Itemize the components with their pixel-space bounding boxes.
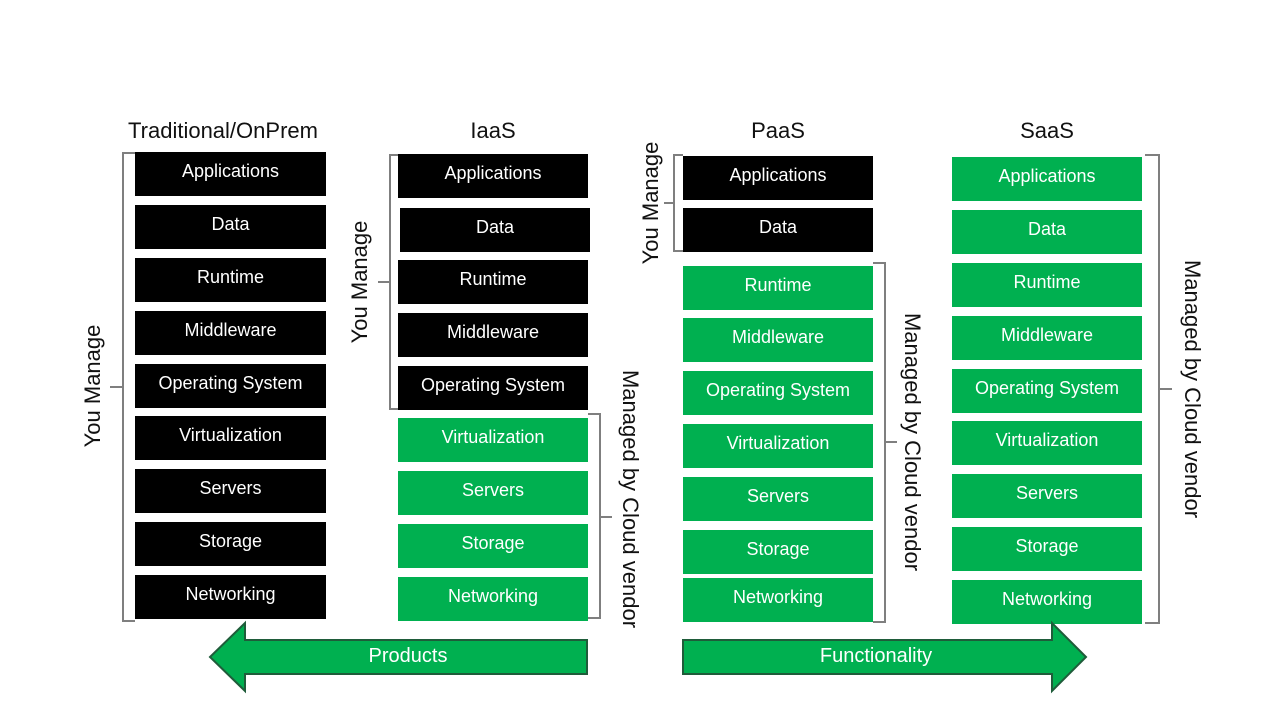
stack-item-middleware: Middleware [683,318,873,362]
stack-item-operating-system: Operating System [135,364,326,408]
stack-item-servers: Servers [135,469,326,513]
arrow-label-functionality: Functionality [819,645,933,667]
bracket-vendor-paas [873,262,886,623]
bracket-tick [664,202,673,204]
stack-item-storage: Storage [952,527,1142,571]
bracket-tick [110,386,122,388]
right-arrow-shape [682,620,1088,694]
stack-item-data: Data [135,205,326,249]
stack-item-data: Data [683,208,873,252]
stack-item-middleware: Middleware [398,313,588,357]
stack-item-operating-system: Operating System [952,369,1142,413]
stack-item-operating-system: Operating System [398,366,588,410]
bracket-you-manage-paas [673,154,683,252]
stack-item-operating-system: Operating System [683,371,873,415]
stack-item-servers: Servers [398,471,588,515]
stack-item-virtualization: Virtualization [952,421,1142,465]
stack-item-storage: Storage [683,530,873,574]
stack-item-virtualization: Virtualization [135,416,326,460]
stack-item-runtime: Runtime [398,260,588,304]
stack-item-middleware: Middleware [135,311,326,355]
stack-item-servers: Servers [952,474,1142,518]
stack-item-runtime: Runtime [952,263,1142,307]
bracket-tick [601,516,612,518]
stack-item-data: Data [400,208,590,252]
arrow-label-products: Products [368,645,448,667]
stack-item-networking: Networking [398,577,588,621]
column-title-saas: SaaS [1020,118,1074,143]
stack-item-storage: Storage [135,522,326,566]
stack-item-networking: Networking [952,580,1142,624]
stack-item-applications: Applications [952,157,1142,201]
stack-item-virtualization: Virtualization [683,424,873,468]
bracket-tick [378,281,389,283]
stack-item-virtualization: Virtualization [398,418,588,462]
bracket-tick [1160,388,1172,390]
column-title-iaas: IaaS [470,118,516,143]
bracket-vendor-iaas [588,413,601,619]
stack-item-applications: Applications [135,152,326,196]
bracket-vendor-saas [1145,154,1160,624]
stack-item-data: Data [952,210,1142,254]
stack-item-middleware: Middleware [952,316,1142,360]
bracket-you-manage-traditional [122,152,135,622]
column-title-traditional: Traditional/OnPrem [128,118,318,143]
left-arrow-shape [208,620,588,694]
stack-item-servers: Servers [683,477,873,521]
stack-item-applications: Applications [398,154,588,198]
column-title-paas: PaaS [751,118,805,143]
bracket-you-manage-iaas [389,154,398,410]
stack-item-applications: Applications [683,156,873,200]
bracket-tick [886,441,897,443]
stack-item-runtime: Runtime [683,266,873,310]
stack-item-networking: Networking [683,578,873,622]
stack-item-runtime: Runtime [135,258,326,302]
stack-item-networking: Networking [135,575,326,619]
stack-item-storage: Storage [398,524,588,568]
